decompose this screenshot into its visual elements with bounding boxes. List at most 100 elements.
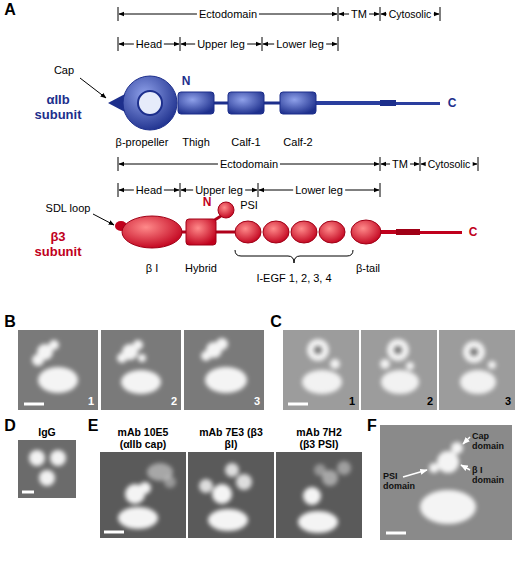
figure-rect bbox=[380, 425, 512, 540]
domain-label: PSI bbox=[240, 199, 258, 212]
image-number: 3 bbox=[505, 395, 511, 408]
figure-rect bbox=[316, 101, 380, 105]
panel-letter: F bbox=[367, 417, 377, 435]
figure-rect bbox=[361, 330, 437, 410]
figure-rect bbox=[380, 100, 396, 106]
domain-label: β-tail bbox=[356, 262, 380, 275]
em-image: 2 bbox=[361, 330, 437, 410]
figure-ellipse bbox=[319, 221, 345, 243]
figure-circle bbox=[303, 487, 321, 505]
image-number: 1 bbox=[88, 395, 94, 408]
image-number: 3 bbox=[254, 395, 260, 408]
bracket-label: TM bbox=[390, 158, 410, 171]
domain-label: β-propeller bbox=[116, 136, 169, 149]
figure-rect bbox=[280, 92, 316, 114]
figure-rect bbox=[380, 230, 396, 234]
image-number: 2 bbox=[171, 395, 177, 408]
domain-label: Thigh bbox=[182, 136, 210, 149]
figure-circle bbox=[314, 464, 326, 476]
figure-line bbox=[264, 102, 280, 105]
figure-circle bbox=[470, 348, 478, 356]
figure-circle bbox=[218, 202, 234, 218]
figure-ellipse bbox=[460, 370, 496, 394]
panel-letter: C bbox=[270, 313, 282, 331]
image-heading: IgG bbox=[25, 426, 69, 438]
figure-circle bbox=[201, 351, 211, 361]
em-micrographs-b bbox=[18, 330, 264, 410]
figure-circle bbox=[216, 338, 228, 350]
figure-circle bbox=[451, 442, 463, 454]
figure-circle bbox=[330, 359, 340, 369]
panel-letter: B bbox=[4, 313, 16, 331]
figure-g bbox=[302, 339, 496, 394]
figure-circle bbox=[50, 450, 66, 466]
figure-ellipse bbox=[291, 221, 317, 243]
em-micrograph-d bbox=[18, 440, 76, 498]
figure-line bbox=[461, 465, 470, 470]
figure-ellipse bbox=[381, 370, 419, 394]
bracket-label: Upper leg bbox=[195, 38, 247, 51]
domain-label: PSI domain bbox=[383, 471, 423, 492]
figure-ellipse bbox=[38, 367, 78, 393]
figure-circle bbox=[117, 353, 127, 363]
image-number: 2 bbox=[427, 395, 433, 408]
figure-path bbox=[118, 183, 380, 197]
figure-rect bbox=[186, 219, 216, 245]
figure-ellipse bbox=[118, 507, 158, 529]
bracket-label: Ectodomain bbox=[197, 8, 259, 21]
figure-circle bbox=[123, 76, 177, 130]
figure-rect bbox=[101, 330, 181, 410]
em-image: PSI domainCap domainβ I domain bbox=[380, 425, 512, 540]
figure-path bbox=[118, 7, 440, 21]
figure-line bbox=[403, 470, 427, 477]
domain-label: Hybrid bbox=[185, 262, 217, 275]
terminus-label: N bbox=[182, 75, 191, 89]
domain-brackets bbox=[118, 157, 478, 197]
figure-ellipse bbox=[298, 511, 338, 533]
domain-label: Calf-1 bbox=[231, 136, 260, 149]
em-image: 1 bbox=[18, 330, 98, 410]
figure-rect bbox=[184, 330, 264, 410]
figure-ellipse bbox=[122, 216, 182, 248]
terminus-label: N bbox=[203, 196, 212, 210]
figure-line bbox=[463, 437, 470, 444]
figure-polygon bbox=[108, 94, 125, 112]
figure-circle bbox=[212, 484, 232, 504]
domain-label: Calf-2 bbox=[283, 136, 312, 149]
figure-rect bbox=[188, 452, 274, 538]
figure-line bbox=[93, 214, 114, 225]
figure-rect bbox=[276, 452, 362, 538]
figure-circle bbox=[387, 339, 409, 361]
figure-circle bbox=[406, 362, 414, 370]
figure-circle bbox=[437, 451, 459, 473]
figure-line bbox=[216, 231, 236, 234]
bracket-label: Head bbox=[134, 184, 164, 197]
figure-line bbox=[24, 403, 44, 406]
figure-rect bbox=[283, 330, 359, 410]
figure-ellipse bbox=[205, 367, 247, 393]
figure-circle bbox=[307, 339, 329, 361]
domain-brackets bbox=[118, 7, 440, 51]
subunit-label: β3 subunit bbox=[29, 230, 87, 260]
domain-label: Cap domain bbox=[472, 431, 510, 452]
figure-line bbox=[214, 102, 228, 105]
figure-line bbox=[80, 78, 106, 98]
figure-circle bbox=[199, 479, 213, 493]
bracket-label: Ectodomain bbox=[218, 158, 280, 171]
panel-letter: A bbox=[4, 1, 16, 19]
figure-rect bbox=[100, 452, 186, 538]
em-image: mAb 7H2 (β3 PSI) bbox=[276, 452, 362, 538]
figure-circle bbox=[138, 91, 162, 115]
panel-letter: E bbox=[88, 417, 99, 435]
figure-line bbox=[22, 491, 34, 494]
bracket-label: Lower leg bbox=[293, 184, 345, 197]
figure-circle bbox=[236, 474, 252, 490]
image-heading: mAb 7E3 (β3 βI) bbox=[199, 426, 263, 450]
figure-g bbox=[32, 338, 247, 394]
em-image: 1 bbox=[283, 330, 359, 410]
em-image: IgG bbox=[18, 440, 76, 498]
figure-circle bbox=[139, 482, 151, 494]
domain-label: I-EGF 1, 2, 3, 4 bbox=[256, 272, 331, 285]
figure-rect bbox=[420, 231, 462, 234]
